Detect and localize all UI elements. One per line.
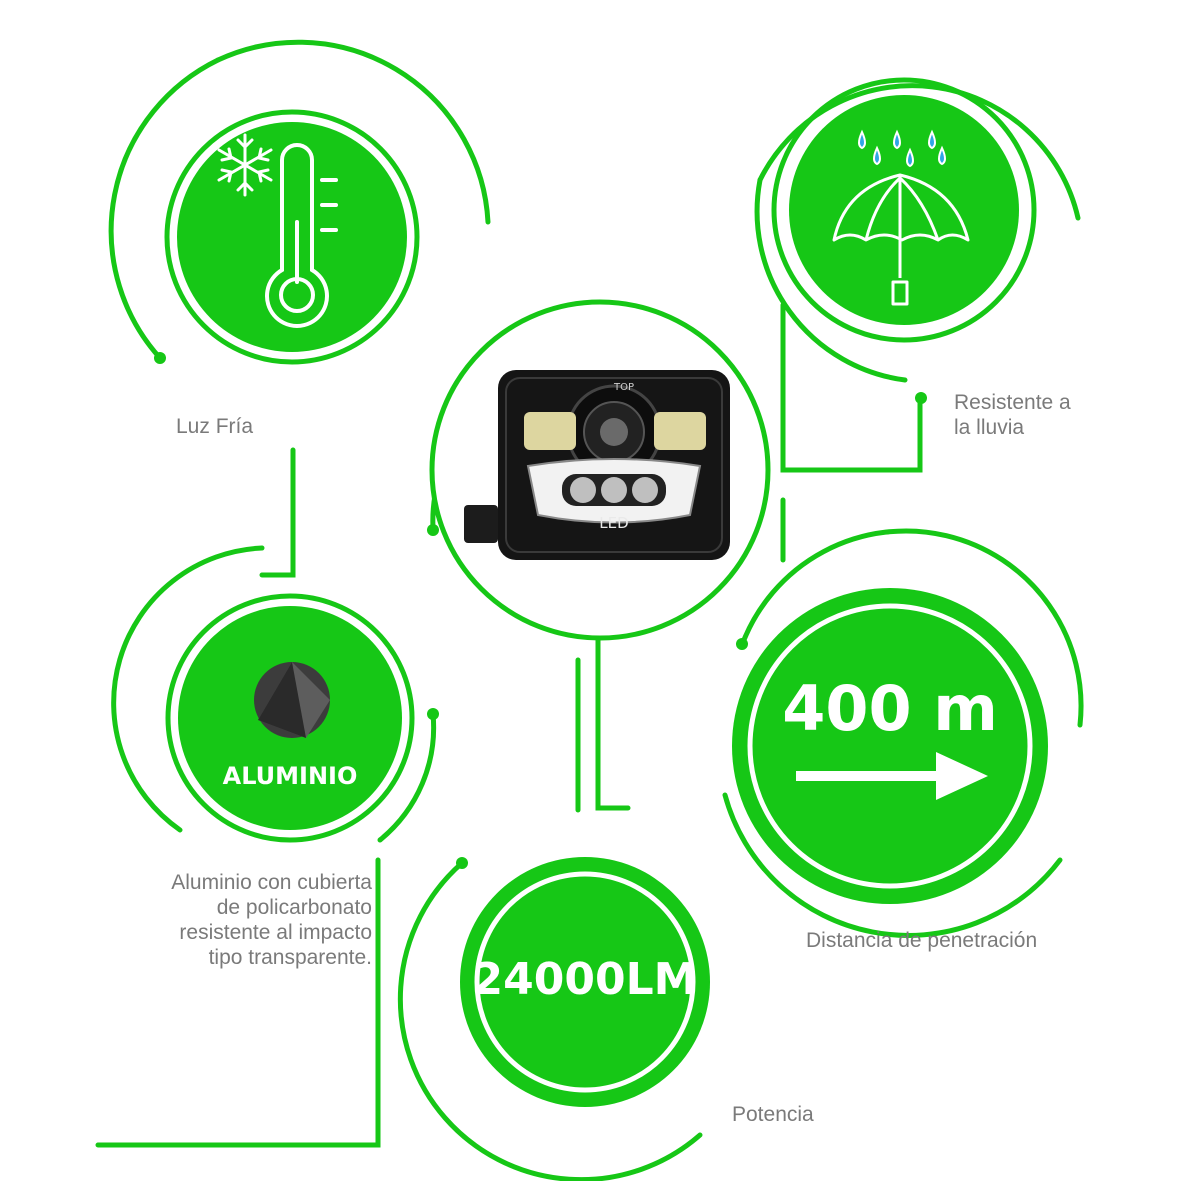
lluvia-label-line-1: Resistente a (954, 391, 1071, 414)
aluminio-badge: ALUMINIO (222, 762, 358, 790)
lluvia-label-line-2: la lluvia (954, 416, 1025, 439)
aluminio-label: Aluminio con cubierta de policarbonato r… (96, 870, 372, 970)
distancia-value: 400 m (782, 672, 998, 745)
top-mark: TOP (613, 382, 634, 393)
led-headlight (464, 370, 730, 560)
aluminio-label-line-1: Aluminio con cubierta (171, 871, 372, 894)
lluvia-label: Resistente a la lluvia (954, 390, 1124, 440)
distancia-medallion (732, 588, 1048, 904)
thermometer-icon (265, 143, 338, 328)
aluminio-label-line-2: de policarbonato (216, 896, 372, 919)
aluminio-label-line-4: tipo transparente. (208, 946, 372, 969)
aluminum-sample-icon (254, 662, 330, 738)
potencia-value: 24000LM (472, 954, 698, 1005)
umbrella-icon (832, 173, 970, 306)
potencia-label: Potencia (732, 1103, 814, 1126)
led-mark: LED (599, 514, 629, 532)
rain-drops-icon (858, 129, 946, 168)
potencia-medallion (460, 857, 710, 1107)
arrow-right-icon (796, 752, 988, 800)
distancia-label: Distancia de penetración (806, 929, 1038, 952)
snowflake-icon (217, 133, 273, 197)
luz-fria-label: Luz Fría (176, 415, 254, 438)
lluvia-medallion (771, 77, 1037, 343)
aluminio-label-line-3: resistente al impacto (179, 921, 372, 944)
luz-fria-medallion (164, 109, 420, 365)
